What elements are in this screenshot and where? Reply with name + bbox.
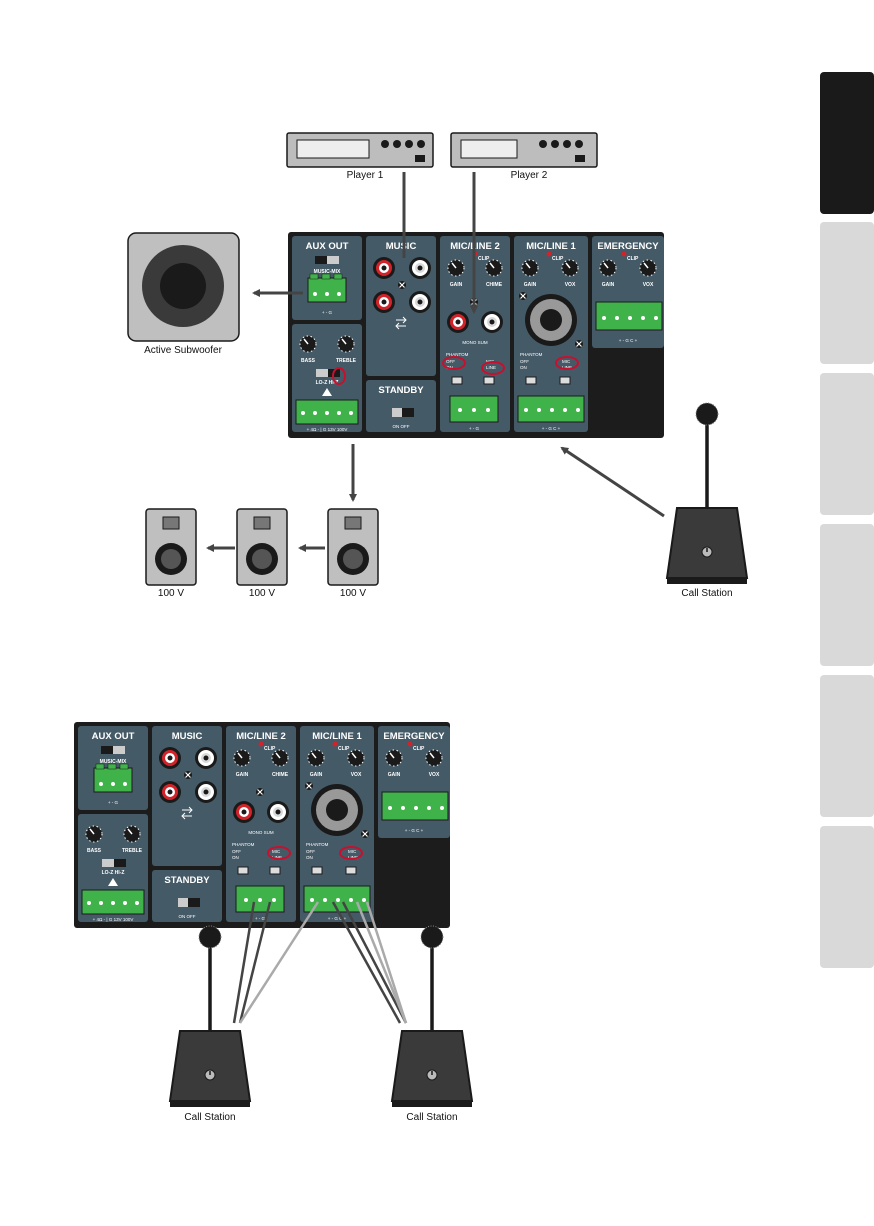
amplifier-panel-bottom [74, 722, 450, 928]
tab-4[interactable] [820, 524, 874, 666]
active-subwoofer [127, 232, 240, 342]
speaker-1 [145, 508, 197, 586]
speaker-3-label: 100 V [340, 588, 366, 599]
call-station-bottom-right-label: Call Station [406, 1112, 457, 1123]
speaker-2-label: 100 V [249, 588, 275, 599]
tab-1[interactable] [820, 72, 874, 214]
tab-5[interactable] [820, 675, 874, 817]
call-station-top-label: Call Station [681, 588, 732, 599]
language-tabs [820, 72, 874, 968]
player-2 [450, 132, 598, 168]
tab-2[interactable] [820, 222, 874, 364]
wiring-lines [232, 901, 408, 1024]
call-station-bottom-left [168, 924, 252, 1109]
speaker-2 [236, 508, 288, 586]
label-aux-out: AUX OUT [306, 241, 349, 252]
amplifier-panel-top [288, 232, 664, 438]
player-2-label: Player 2 [511, 170, 548, 181]
tab-3[interactable] [820, 373, 874, 515]
tab-6[interactable] [820, 826, 874, 968]
player-1 [286, 132, 434, 168]
speaker-1-label: 100 V [158, 588, 184, 599]
speaker-3 [327, 508, 379, 586]
call-station-bottom-left-label: Call Station [184, 1112, 235, 1123]
arrow-callstation [560, 446, 665, 518]
subwoofer-label: Active Subwoofer [144, 345, 222, 356]
player-1-label: Player 1 [347, 170, 384, 181]
call-station-top [665, 401, 749, 586]
